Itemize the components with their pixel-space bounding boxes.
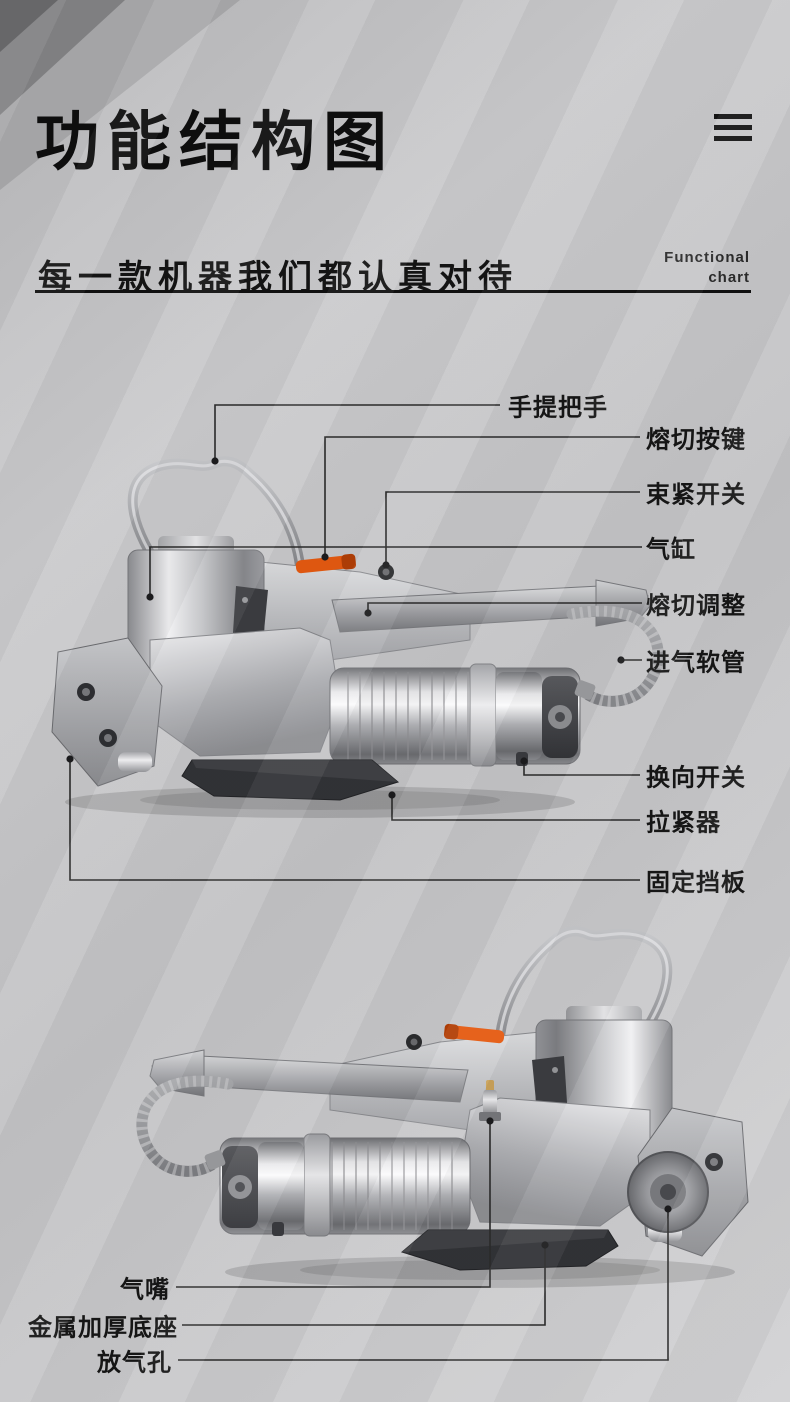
english-subtitle-line2: chart [708, 269, 750, 287]
callout-label-air-release-hole: 放气孔 [97, 1349, 172, 1377]
air-release-knob-detail [627, 1151, 709, 1233]
callout-label-tensioner: 拉紧器 [646, 809, 721, 837]
callout-label-reverse-switch: 换向开关 [646, 764, 746, 792]
machine-illustration-bottom [142, 931, 748, 1288]
english-subtitle-line1: Functional [664, 249, 750, 266]
callout-label-tighten-switch: 束紧开关 [646, 481, 746, 509]
page-title: 功能结构图 [35, 106, 395, 178]
english-subtitle: Functional chart [664, 248, 750, 289]
callout-label-air-cylinder: 气缸 [646, 536, 696, 564]
callout-lines [69, 404, 669, 1361]
callout-label-fixed-baffle: 固定挡板 [646, 869, 746, 897]
menu-icon-bar [714, 125, 752, 130]
callout-dots [66, 457, 672, 1249]
callout-label-carry-handle: 手提把手 [508, 394, 608, 422]
callout-label-air-hose: 进气软管 [646, 649, 746, 677]
header-divider [35, 290, 751, 293]
callout-label-fusion-button: 熔切按键 [646, 426, 746, 454]
callout-label-fusion-adjust: 熔切调整 [646, 592, 746, 620]
callout-label-air-nozzle: 气嘴 [120, 1276, 170, 1304]
menu-icon [714, 114, 752, 147]
menu-icon-bar [714, 114, 752, 119]
menu-icon-bar [714, 136, 752, 141]
callout-label-metal-base: 金属加厚底座 [28, 1314, 178, 1342]
machine-illustration-top [52, 461, 658, 818]
air-nozzle-detail [479, 1080, 501, 1121]
